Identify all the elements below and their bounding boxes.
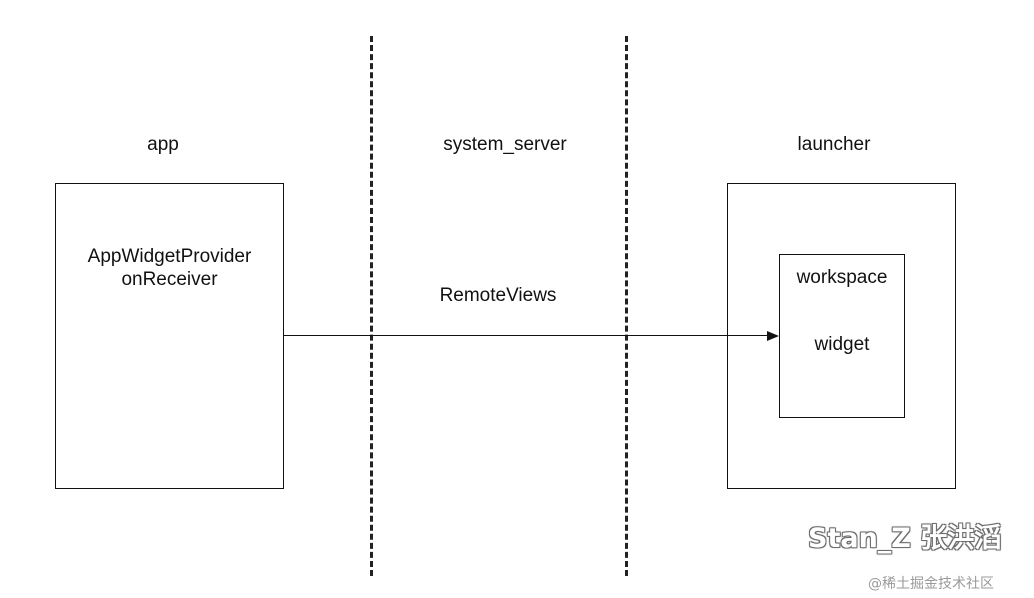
watermark-author: Stan_Z 张洪滔 [808,523,1002,554]
arrow-head-icon [767,331,779,341]
launcher-box: workspace widget [727,183,956,489]
workspace-title: workspace [796,267,888,288]
arrow-label: RemoteViews [439,285,557,306]
workspace-box: workspace widget [779,254,905,418]
app-box-line-2: onReceiver [121,269,218,290]
watermark-site: @稀土掘金技术社区 [868,576,994,592]
app-box: AppWidgetProvider onReceiver [55,183,284,489]
app-box-line-1: AppWidgetProvider [87,246,252,267]
remoteviews-arrow-line [284,335,768,336]
lane-label-system-server: system_server [443,134,567,155]
lane-label-launcher: launcher [797,134,871,155]
widget-label: widget [814,334,870,355]
lane-label-app: app [147,134,179,155]
lane-divider-right [625,36,628,576]
lane-divider-left [370,36,373,576]
